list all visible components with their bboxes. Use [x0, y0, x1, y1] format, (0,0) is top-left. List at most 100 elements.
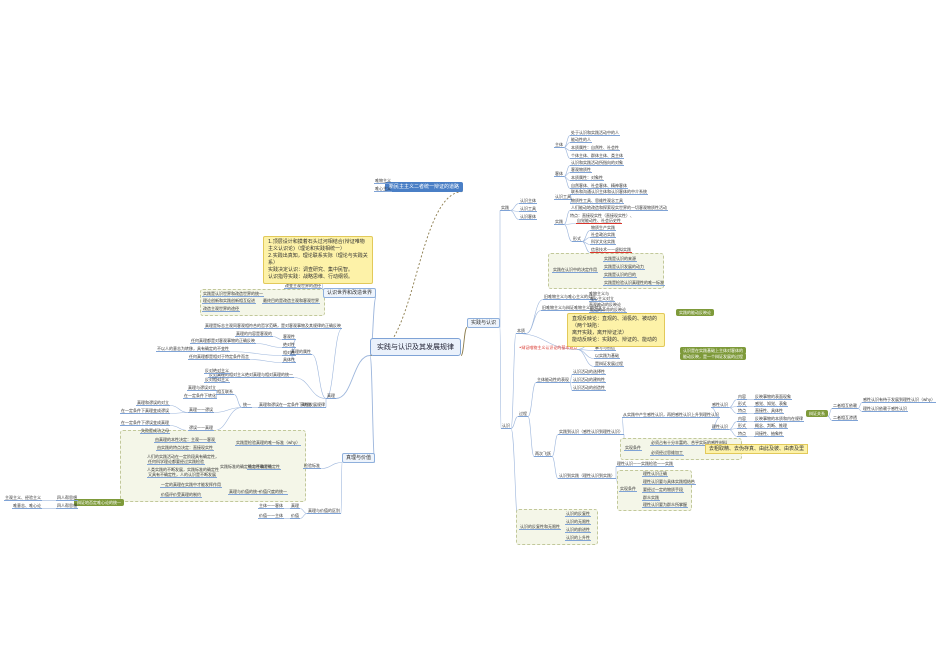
node[interactable]: 特点 [737, 408, 747, 414]
node[interactable]: 反映事物的表面现象 [754, 394, 792, 400]
node[interactable]: 认识客体 [519, 214, 537, 220]
node[interactable]: 价值——主体 [258, 513, 284, 519]
node[interactable]: 不以人的意志为转移，具有确定的不变性 [156, 346, 230, 352]
topic-new-democracy[interactable]: 新民主主义二者统一辩证的道路 [385, 182, 464, 192]
node[interactable]: 由实践的特点决定：直接现实性 [156, 445, 214, 451]
node[interactable]: 认识活动的建构性 [572, 377, 606, 383]
node-conditions[interactable]: 实现条件 [624, 445, 642, 451]
node[interactable]: 间接性、抽象性 [754, 431, 784, 437]
node[interactable]: 物质生产实践 [590, 225, 616, 231]
node-practice[interactable]: 实践 [554, 219, 564, 225]
node[interactable]: 反对绝对主义 [204, 368, 230, 374]
node[interactable]: 反对真理的相对主义 [208, 372, 246, 378]
node[interactable]: 本质属性：对象性 [570, 175, 604, 181]
node[interactable]: 改变主观世界的途径 [284, 283, 322, 289]
node[interactable]: 人们的实践活动在一定阶段具有确定性， [147, 454, 219, 459]
node[interactable]: 失败是成功之母 [140, 428, 170, 434]
node[interactable]: 感性认识有待于发展到理性认识（why） [862, 397, 937, 403]
node[interactable]: 是辩证发展过程 [594, 361, 624, 367]
branch-truth[interactable]: 真理 [326, 393, 336, 399]
node[interactable]: 反对相对主义 [204, 377, 230, 383]
node[interactable]: 统一 [242, 402, 252, 408]
node-rational[interactable]: 理性认识 [711, 424, 729, 430]
highlight-processing[interactable]: 去粗取精、去伪存真、由此及彼、由表及里 [705, 444, 809, 454]
node[interactable]: 实践是认识的目的 [603, 272, 637, 278]
node[interactable]: 群众实践 [642, 495, 660, 501]
node[interactable]: 认识和实践活动所指向的对象 [570, 160, 624, 166]
node[interactable]: 处于认识和实践活动中的人 [570, 130, 620, 136]
node[interactable]: 直接性、具体性 [754, 408, 784, 414]
node-forms[interactable]: 形式 [572, 236, 582, 242]
node[interactable]: 二者相互依赖 [832, 403, 858, 409]
node[interactable]: 自觉能动性、社会历史性 [576, 218, 622, 224]
node[interactable]: 个体主体、群体主体、类主体 [570, 153, 624, 159]
node[interactable]: 认识活动的选择性 [572, 369, 606, 375]
node-cycle[interactable]: 认识的反复性和无限性 [519, 524, 561, 530]
node[interactable]: 唯物主义与 [589, 291, 609, 296]
node[interactable]: 客观物质性 [570, 167, 592, 173]
node[interactable]: 真理——谬误 [188, 407, 214, 413]
node[interactable]: 理性认识——实践检验——实践 [616, 461, 674, 467]
node[interactable]: 能动的革命的反映论 [589, 307, 627, 313]
node[interactable]: 实践是认识发展的动力 [603, 264, 645, 270]
node[interactable]: 最终目的是改造主观和客观世界 [262, 298, 320, 304]
node[interactable]: 内容 [737, 394, 747, 400]
node[interactable]: 认识工具 [519, 206, 537, 212]
node-process[interactable]: 过程 [518, 411, 528, 417]
node[interactable]: 理性认识要与具体实践相结合 [642, 479, 696, 485]
node[interactable]: 绝对性 [282, 342, 296, 348]
node[interactable]: 感觉、知觉、表象 [754, 401, 788, 407]
node-decisive[interactable]: 实践在认识中的决定作用 [552, 267, 598, 273]
node[interactable]: 主观主义、经验主义 [4, 495, 42, 501]
node[interactable]: 在一定条件下真理变成谬误 [120, 408, 170, 414]
node[interactable]: 形式 [737, 423, 747, 429]
node[interactable]: 真理是标志主观同客观相符合的哲学范畴，是对客观事物及其规律的正确反映 [204, 323, 342, 329]
node[interactable]: 认识的上升性 [565, 535, 591, 541]
node[interactable]: 相对性 [282, 350, 296, 356]
node-essence[interactable]: 本质 [516, 328, 526, 334]
node[interactable]: 真理 [290, 503, 300, 509]
tag-definition[interactable]: 认识是在实践基础上主体对客体的 [680, 347, 746, 354]
node[interactable]: 形式 [737, 401, 747, 407]
node[interactable]: 具体性 [282, 357, 296, 363]
node-materialism[interactable]: 唯物主义 [374, 178, 392, 184]
node[interactable]: 理性认识正确 [642, 471, 668, 477]
node[interactable]: 一定的真理在实践中才能发挥作用 [160, 482, 222, 488]
tag-active-reflection[interactable]: 实践的能动反映论 [676, 309, 714, 316]
node[interactable]: 科学文化实践 [590, 239, 616, 245]
node[interactable]: 内容 [737, 416, 747, 422]
node[interactable]: 理论创新和实践创新相互促进 [202, 298, 256, 304]
node[interactable]: 真理与价值的统一 [228, 489, 262, 495]
topic-practice-cognition[interactable]: 实践与认识 [467, 318, 501, 328]
topic-truth-value[interactable]: 真理与价值 [342, 453, 376, 463]
node[interactable]: 又具有不确定性，人的认识是不断发展 [147, 472, 217, 478]
node[interactable]: 价值尺度的统一 [258, 489, 288, 495]
node[interactable]: 反映事物的本质和内在规律 [754, 416, 804, 422]
node[interactable]: 实践是认识世界和改造世界的统一 [202, 291, 264, 297]
node[interactable]: 确定性和不确定性 [247, 464, 281, 470]
node[interactable]: 旧唯物主义与辩证唯物主义的对立 [541, 305, 603, 311]
tag-unity[interactable]: 辩证地否定唯心论的统一 [74, 499, 124, 506]
branch-practice[interactable]: 实践 [500, 205, 510, 211]
node-object[interactable]: 客体 [554, 171, 564, 177]
node[interactable]: 直观被动的反映论 [589, 302, 621, 307]
node[interactable]: 任何真理都是对客观事物的正确反映 [190, 338, 256, 344]
node[interactable]: 真理和谬误在一定条件下转化 [258, 402, 312, 408]
node[interactable]: 任何科学理论都要经过实践检验 [147, 459, 205, 465]
node[interactable]: 认识活动的创造性 [572, 385, 606, 391]
node[interactable]: 真理与谬误对立 [187, 385, 217, 391]
node[interactable]: 二者相互渗透 [832, 415, 858, 421]
node[interactable]: 谬误——真理 [188, 425, 214, 431]
node[interactable]: 由真理的本性决定：主观——客观 [154, 437, 216, 443]
node[interactable]: 在一定条件下转化 [183, 393, 217, 399]
node-attributes[interactable]: 真理的属性 [290, 349, 312, 355]
node[interactable]: 实践是检验认识真理性的唯一标准 [603, 280, 665, 286]
node[interactable]: 能动性的人 [570, 137, 592, 143]
node[interactable]: 必须经过思维加工 [650, 450, 684, 456]
node[interactable]: 四人帮思想 [56, 503, 78, 509]
node[interactable]: 摹写与创造 [594, 345, 616, 351]
node[interactable]: 认识的反复性 [565, 511, 591, 517]
node-subject[interactable]: 主体 [554, 142, 564, 148]
node[interactable]: 实践标准的确定性与不确定性 [220, 464, 272, 469]
node[interactable]: 认识的无限性 [565, 519, 591, 525]
